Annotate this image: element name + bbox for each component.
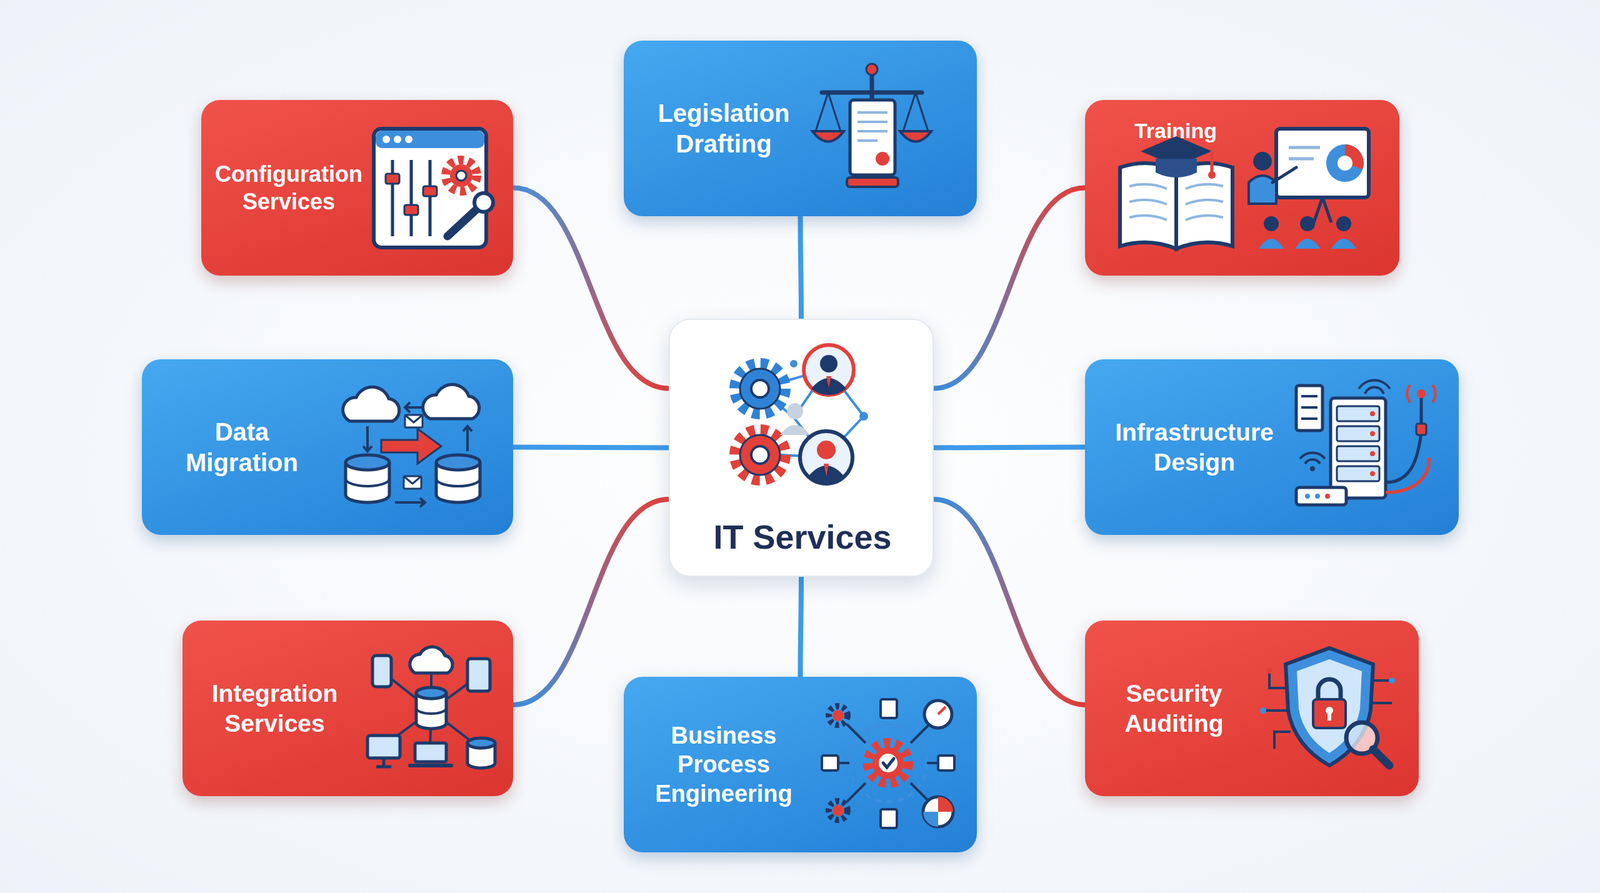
- connector-line: [513, 188, 669, 389]
- service-label: Configuration Services: [207, 100, 370, 276]
- service-box: Configuration Services: [201, 100, 514, 276]
- service-box: Infrastructure Design: [1085, 359, 1459, 535]
- hub-box: IT Services: [668, 318, 934, 577]
- hub-label: IT Services: [670, 506, 935, 569]
- connector-line: [513, 447, 669, 449]
- service-label: Security Auditing: [1091, 620, 1257, 797]
- service-box: Integration Services: [182, 620, 514, 797]
- service-label: Infrastructure Design: [1088, 359, 1301, 535]
- service-box: Training: [1085, 100, 1400, 276]
- connector-line: [933, 188, 1085, 389]
- service-box: Security Auditing: [1085, 620, 1419, 797]
- service-label: Integration Services: [188, 620, 361, 797]
- connector-line: [800, 216, 802, 319]
- connector-line: [800, 576, 802, 677]
- connector-line: [933, 447, 1085, 449]
- service-label: Legislation Drafting: [633, 40, 815, 217]
- connector-line: [513, 499, 669, 705]
- service-label: Training: [1097, 113, 1254, 149]
- connector-line: [933, 499, 1085, 705]
- service-box: Business Process Engineering: [623, 676, 977, 853]
- service-label: Data Migration: [160, 359, 324, 535]
- service-box: Data Migration: [141, 359, 514, 535]
- service-label: Business Process Engineering: [633, 676, 815, 853]
- service-box: Legislation Drafting: [623, 40, 977, 217]
